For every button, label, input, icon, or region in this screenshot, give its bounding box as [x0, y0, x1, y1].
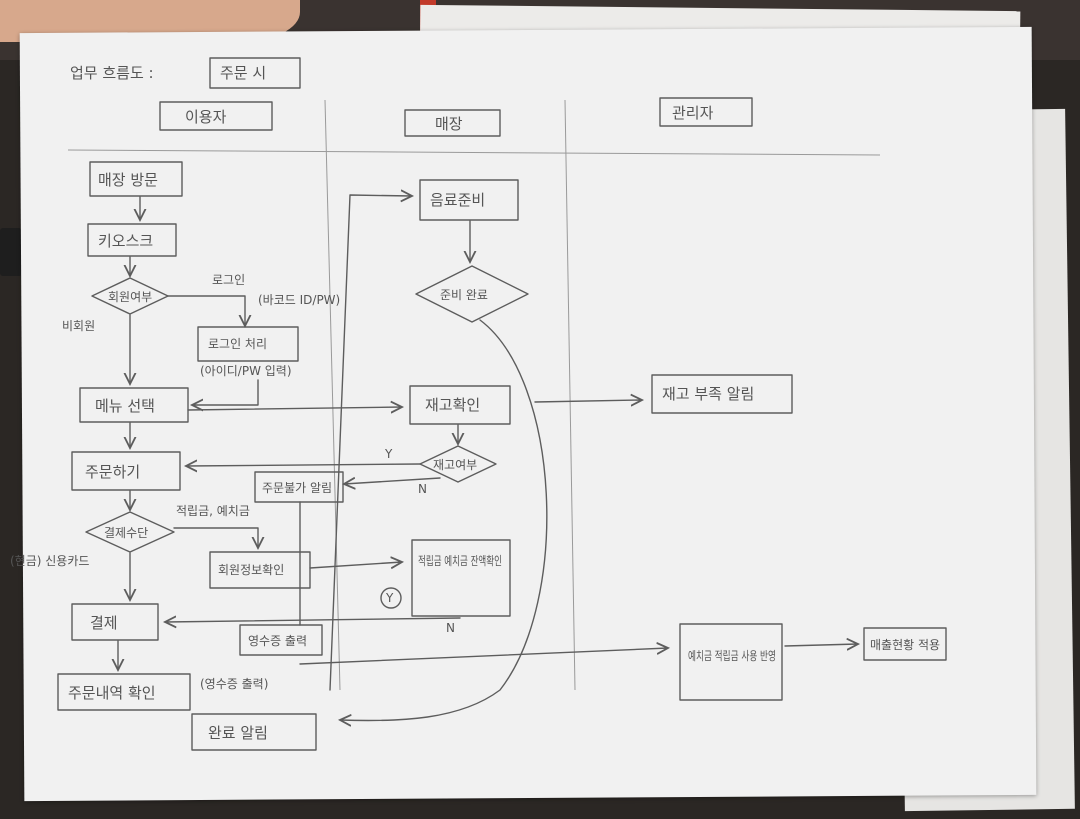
- box-points-balance: [411, 539, 511, 617]
- label-no-2: N: [446, 621, 455, 635]
- arrow-stock-soldout: [344, 478, 441, 484]
- header-divider: [67, 149, 881, 156]
- box-receipt: [239, 624, 323, 656]
- diagram-subject: 주문 시: [220, 64, 266, 82]
- arrow-balance-pay: [165, 618, 461, 622]
- label-yes: Y: [384, 447, 393, 461]
- label-soldout-notice: 주문불가 알림: [262, 481, 332, 495]
- label-complete-notice: 완료 알림: [208, 724, 268, 742]
- label-points-balance: 적립금 예치금 잔액확인: [418, 554, 502, 568]
- label-order-history: 주문내역 확인: [68, 684, 156, 702]
- label-prepare: 음료준비: [430, 191, 485, 209]
- box-apply-points: [679, 623, 783, 701]
- label-prepare-done: 준비 완료: [440, 288, 488, 302]
- lane-header-box-store: [404, 109, 501, 137]
- label-stock-yn: 재고여부: [433, 458, 477, 472]
- label-circle-yes: Y: [385, 591, 394, 605]
- arrow-done-notice: [340, 319, 548, 721]
- box-complete-notice: [191, 713, 317, 751]
- label-visit: 매장 방문: [98, 171, 158, 189]
- diamond-member-check: [91, 277, 169, 315]
- box-stock-check: [409, 385, 511, 425]
- arrow-to-prepare: [329, 195, 412, 691]
- lane-header-box-user: [159, 101, 273, 131]
- arrow-receipt-apply: [299, 648, 668, 665]
- arrow-memberinfo-balance: [309, 562, 402, 568]
- label-pay: 결제: [90, 614, 118, 632]
- box-pay: [71, 603, 159, 641]
- arrow-payment-memberinfo: [173, 527, 258, 548]
- box-kiosk: [87, 223, 177, 257]
- lane-header-user: 이용자: [185, 108, 227, 126]
- diamond-stock-yn: [419, 445, 497, 483]
- lane-divider-2: [564, 99, 576, 691]
- label-apply-points: 예치금 적립금 사용 반영: [688, 649, 776, 663]
- lane-header-admin: 관리자: [672, 104, 714, 122]
- arrow-stock-order: [186, 464, 421, 466]
- box-order-history: [57, 673, 191, 711]
- arrow-stock-short: [534, 400, 642, 402]
- label-receipt: 영수증 출력: [248, 634, 307, 648]
- box-login-process: [197, 326, 299, 362]
- label-non-member: 비회원: [62, 319, 95, 333]
- diamond-prepare-done: [415, 265, 529, 323]
- label-kiosk: 키오스크: [98, 232, 153, 250]
- label-login-process: 로그인 처리: [208, 337, 267, 351]
- box-menu-select: [79, 387, 189, 423]
- circle-yes: [380, 587, 402, 609]
- label-menu-select: 메뉴 선택: [95, 397, 155, 415]
- diagram-title: 업무 흐름도 :: [70, 64, 154, 82]
- label-order: 주문하기: [85, 463, 140, 481]
- label-login: 로그인: [212, 273, 245, 287]
- arrow-menu-stock: [187, 407, 402, 410]
- title-box: [209, 57, 301, 89]
- diamond-payment-method: [85, 511, 175, 553]
- label-member-info: 회원정보확인: [218, 563, 284, 577]
- lane-divider-1: [324, 99, 341, 691]
- arrow-login-menu: [192, 379, 259, 405]
- label-receipt-note: (영수증 출력): [200, 677, 268, 691]
- label-login-note: (아이디/PW 입력): [200, 364, 292, 378]
- arrow-apply-sales: [784, 644, 858, 646]
- label-sales-status: 매출현황 적용: [870, 638, 940, 652]
- lane-header-box-admin: [659, 97, 753, 127]
- box-visit: [89, 161, 183, 197]
- label-stock-short: 재고 부족 알림: [662, 385, 754, 403]
- binder-clip: [0, 228, 22, 276]
- label-points-note: 적립금, 예치금: [176, 504, 250, 518]
- box-prepare: [419, 179, 519, 221]
- label-member-check: 회원여부: [108, 290, 152, 304]
- label-card-note: (현금) 신용카드: [10, 554, 89, 568]
- box-sales-status: [863, 627, 947, 661]
- box-order: [71, 451, 181, 491]
- label-barcode-note: (바코드 ID/PW): [258, 293, 340, 307]
- label-stock-check: 재고확인: [425, 396, 480, 414]
- arrow-member-login: [167, 295, 245, 326]
- box-stock-short: [651, 374, 793, 414]
- label-payment-method: 결제수단: [104, 526, 148, 540]
- box-member-info: [209, 551, 311, 589]
- box-soldout-notice: [254, 471, 344, 503]
- lane-header-store: 매장: [435, 115, 463, 133]
- label-no: N: [418, 482, 427, 496]
